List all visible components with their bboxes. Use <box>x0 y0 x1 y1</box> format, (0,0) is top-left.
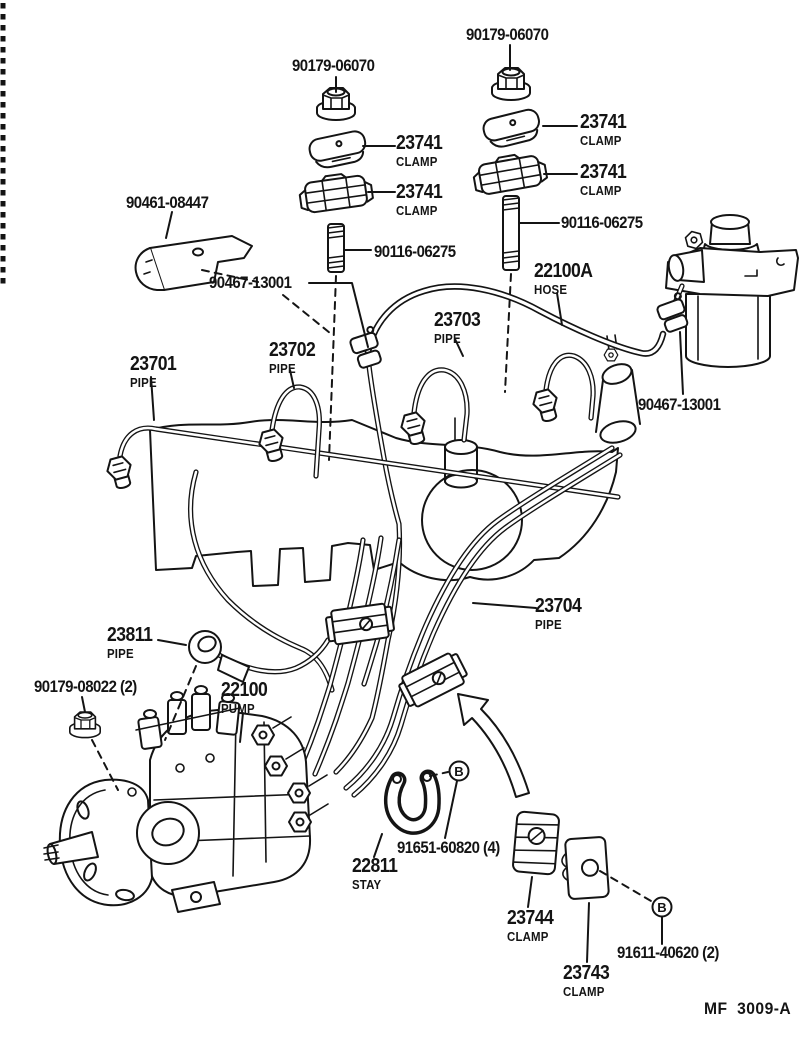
part-name: PIPE <box>535 617 562 632</box>
label-90461-08447: 90461-08447 <box>126 193 209 212</box>
part-name: CLAMP <box>396 203 438 218</box>
part-number: 23743 <box>563 962 610 984</box>
pipe-23703-drawing <box>397 367 470 448</box>
part-name: CLAMP <box>580 133 622 148</box>
label-90467-13001-left: 90467-13001 <box>209 273 292 292</box>
clamp-23741-upper-left <box>306 128 370 172</box>
part-name: CLAMP <box>396 154 438 169</box>
part-name: PIPE <box>107 646 134 661</box>
bolt-symbol-b-2: B <box>651 896 673 918</box>
part-number: 23741 <box>580 111 627 133</box>
label-91651-60820: 91651-60820 (4) <box>397 839 500 857</box>
part-number: 22811 <box>352 855 398 877</box>
part-number: 90179-06070 <box>466 25 549 44</box>
label-90116-06275-right: 90116-06275 <box>561 214 643 232</box>
part-name: CLAMP <box>580 183 622 198</box>
part-number: 22100A <box>534 260 593 282</box>
clamp-23741-upper-right <box>480 106 545 152</box>
part-name: CLAMP <box>507 929 549 944</box>
part-number: 23741 <box>580 161 627 183</box>
stay-22811-drawing <box>384 769 441 835</box>
pipe-4-drawing <box>529 352 596 425</box>
part-number: 23703 <box>434 309 481 331</box>
label-90179-06070-left: 90179-06070 <box>292 56 375 75</box>
part-number: 90116-06275 <box>374 242 456 261</box>
part-name: STAY <box>352 877 382 892</box>
part-number: 90179-06070 <box>292 56 375 75</box>
stud-90116-06275-left <box>327 223 345 273</box>
clamp-23741-lower-right <box>470 149 550 198</box>
part-number: 23741 <box>396 181 443 203</box>
feed-pipe-drawing <box>333 363 403 775</box>
label-91611-40620: 91611-40620 (2) <box>617 944 719 962</box>
nut-90179-06070-right <box>491 67 531 101</box>
part-name: PUMP <box>221 701 255 716</box>
clamp-23741-lower-left <box>296 169 375 215</box>
nut-90179-08022 <box>69 711 101 739</box>
pipe-23704-bundle-drawing <box>343 445 623 798</box>
svg-text:B: B <box>454 764 463 779</box>
clamp-23744-drawing <box>512 810 560 876</box>
part-name: PIPE <box>434 331 461 346</box>
part-number: 91651-60820 (4) <box>397 838 500 857</box>
bolt-symbol-b-1: B <box>448 760 470 782</box>
hose-clamp-right-drawing <box>656 292 689 333</box>
part-number: 23702 <box>269 339 316 361</box>
engine-block-drawing <box>149 334 641 587</box>
leader-lines <box>81 44 684 963</box>
part-number: 90116-06275 <box>561 213 643 232</box>
figure-code: MF 3009-A <box>704 999 792 1018</box>
part-number: 22100 <box>221 679 268 701</box>
pipe-23702-drawing <box>255 384 322 479</box>
part-number: 23744 <box>507 907 554 929</box>
label-90467-13001-right: 90467-13001 <box>638 395 721 414</box>
part-number: 90461-08447 <box>126 193 209 212</box>
part-number: 23701 <box>130 353 177 375</box>
part-number: 23704 <box>535 595 582 617</box>
svg-text:B: B <box>657 900 666 915</box>
pipe-23701-drawing <box>103 425 621 500</box>
part-number: 90467-13001 <box>638 395 721 414</box>
direction-arrow <box>457 693 530 798</box>
fuel-filter-drawing <box>665 214 799 368</box>
part-number: 23811 <box>107 624 153 646</box>
part-number: 90467-13001 <box>209 273 292 292</box>
label-90179-08022: 90179-08022 (2) <box>34 678 137 696</box>
label-90116-06275-left: 90116-06275 <box>374 243 456 261</box>
part-name: PIPE <box>269 361 296 376</box>
part-number: 23741 <box>396 132 443 154</box>
part-number: 90179-08022 (2) <box>34 677 137 696</box>
part-name: PIPE <box>130 375 157 390</box>
pipe-23811-drawing <box>188 630 331 683</box>
bracket-90461-08447-drawing <box>134 235 253 291</box>
label-90179-06070-right: 90179-06070 <box>466 25 549 44</box>
dashed-leader-lines <box>91 269 652 902</box>
hose-clamp-left-drawing <box>349 325 382 369</box>
part-name: CLAMP <box>563 984 605 999</box>
clamp-23743-drawing <box>561 836 610 900</box>
part-name: HOSE <box>534 282 568 297</box>
stud-90116-06275-right <box>502 195 520 271</box>
part-number: 91611-40620 (2) <box>617 943 719 962</box>
hose-22100a-drawing <box>364 283 667 357</box>
pipe-clamp-block-1 <box>323 601 397 647</box>
pump-22100-drawing <box>43 685 329 913</box>
